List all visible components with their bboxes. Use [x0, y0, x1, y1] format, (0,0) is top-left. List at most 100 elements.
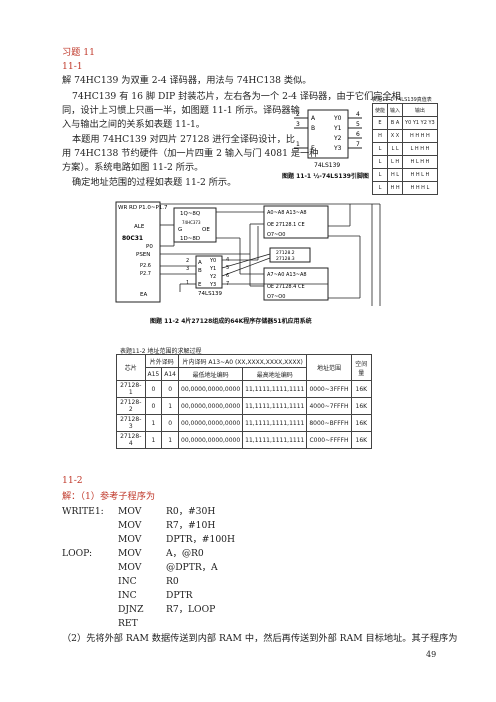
tt-cell: L: [371, 142, 389, 156]
table-row: L L H H L H H: [371, 155, 438, 169]
code-op: RET: [118, 618, 138, 629]
paragraph-4: 确定地址范围的过程如表题 11-2 所示。: [72, 177, 237, 188]
tt-cell: H L H H: [402, 155, 438, 169]
mem1-addr-label: A0~A8 A13~A8: [267, 210, 307, 216]
t2-cell: 11,1111,1111,1111: [242, 397, 308, 415]
t2-cell: 00,0000,0000,0000: [177, 397, 244, 415]
dec-in-a: A: [198, 260, 202, 266]
page-number: 49: [426, 650, 437, 659]
tt-cell: L: [371, 155, 389, 169]
fig1-out-y1: Y1: [333, 125, 342, 132]
fig1-out-y2: Y2: [333, 135, 342, 142]
table2-title: 表题11-2 地址范围的求解过程: [120, 348, 202, 355]
t2-cell: 11,1111,1111,1111: [242, 380, 308, 398]
t2-head-size: 空间量: [350, 354, 373, 381]
circuit-wiring: [160, 203, 381, 306]
code-label: LOOP:: [62, 548, 93, 559]
tt-cell: H H H H: [402, 129, 438, 143]
assembly-code-block: WRITE1: MOV R0，#30H MOV R7，#10H MOV DPTR…: [62, 505, 322, 635]
figure-11-2-caption: 图题 11-2 4片27128组成的64K程序存储器51机应用系统: [150, 318, 312, 325]
paragraph-3-line-1: 本题用 74HC139 对四片 27128 进行全译码设计，比: [72, 134, 295, 145]
t2-head-range: 地址范围: [306, 354, 352, 381]
answer-paragraph-1: 解 74HC139 为双重 2-4 译码器，用法与 74HC138 类似。: [62, 75, 312, 86]
t2-cell: 16K: [350, 397, 373, 415]
t2-cell: 00,0000,0000,0000: [177, 431, 244, 449]
tt-head-output: 输出: [402, 103, 438, 117]
latch-q-label: 1Q~8Q: [180, 211, 201, 217]
mem2-label: 27128.2: [276, 250, 295, 256]
t2-sub-low: 最低地址编码: [177, 367, 244, 381]
problem-number-11-2: 11-2: [62, 475, 83, 486]
cpu-pin-p27: P2.7: [140, 271, 151, 277]
cpu-pin-psen: PSEN: [136, 252, 150, 258]
figure-system-circuit: WR RD P1.0~P1.7 ALE 80C31 P0 PSEN P2.6 P…: [115, 201, 381, 306]
code-op: INC: [118, 590, 137, 601]
t2-cell: 16K: [350, 431, 373, 449]
tt-cell: L L: [387, 142, 404, 156]
fig1-pin-6: 6: [356, 131, 360, 138]
fig1-pin-7: 7: [356, 141, 360, 148]
tt-cell: L: [371, 168, 389, 182]
cpu-pin-wr-rd-p1: WR RD P1.0~P1.7: [118, 205, 168, 211]
dec-chip-label: 74LS139: [198, 291, 223, 297]
tt-cell: L: [371, 181, 389, 195]
dec-pin-2: 2: [186, 258, 189, 264]
latch-d-label: 1D~8D: [180, 236, 200, 242]
code-arg: R7，#10H: [166, 520, 216, 531]
figure-11-1-caption: 图题 11-1 ½-74LS139引脚图: [282, 173, 369, 180]
t2-head-internal: 片内译码 A13~A0 (XX,XXXX,XXXX,XXXX): [177, 354, 308, 368]
t2-cell: 0: [161, 380, 179, 398]
truth-table: 使能 输入 输出 E B A Y0 Y1 Y2 Y3 H X X H H H H…: [371, 103, 438, 195]
dec-pin-6: 6: [226, 273, 229, 279]
t2-sub-high: 最高地址编码: [242, 367, 308, 381]
t2-cell: 1: [144, 414, 163, 432]
tt-head-input: 输入: [387, 103, 404, 117]
t2-cell: 27128-4: [116, 431, 146, 449]
fig1-input-a: A: [311, 115, 316, 122]
mem4-data-label: O7~O0: [267, 294, 285, 300]
t2-head-external: 片外译码: [144, 354, 179, 368]
figure-74ls139-pinout: 2 3 1 A B E Y0 Y1 Y2 Y3 4 5 6 7 74LS139: [294, 109, 362, 169]
t2-cell: 8000~BFFFH: [306, 414, 352, 432]
paragraph-3-line-3: 方案）。系统电路如图 11-2 所示。: [62, 162, 204, 173]
t2-cell: 27128-1: [116, 380, 146, 398]
fig1-out-y3: Y3: [333, 145, 342, 152]
latch-chip-label: 74HC373: [182, 220, 201, 225]
fig1-pin-4: 4: [356, 111, 360, 118]
t2-cell: C000~FFFFH: [306, 431, 352, 449]
dec-in-e: E: [198, 282, 202, 288]
tt-sub-e: E: [371, 116, 389, 130]
mem1-control-label: OE 27128.1 CE: [267, 222, 305, 228]
cpu-label: 80C31: [122, 235, 143, 242]
fig1-chip-label: 74LS139: [314, 162, 340, 169]
code-arg: R0: [166, 576, 179, 587]
code-op: MOV: [118, 548, 142, 559]
t2-cell: 00,0000,0000,0000: [177, 380, 244, 398]
table-row: 27128-3 1 0 00,0000,0000,0000 11,1111,11…: [116, 414, 373, 432]
code-arg: DPTR: [166, 590, 193, 601]
table-row: H X X H H H H: [371, 129, 438, 143]
t2-cell: 0: [161, 414, 179, 432]
code-arg: R7，LOOP: [166, 604, 216, 615]
table-row: 27128-4 1 1 00,0000,0000,0000 11,1111,11…: [116, 431, 373, 449]
t2-cell: 1: [161, 397, 179, 415]
t2-cell: 0: [144, 380, 163, 398]
paragraph-2-line-3: 入与输出之间的关系如表题 11-1。: [62, 119, 205, 130]
final-paragraph: （2）先将外部 RAM 数据传送到内部 RAM 中，然后再传送到外部 RAM 目…: [62, 633, 458, 644]
latch-oe-label: OE: [202, 227, 210, 233]
t2-cell: 16K: [350, 414, 373, 432]
code-op: MOV: [118, 534, 142, 545]
tt-cell: X X: [387, 129, 404, 143]
fig1-pin-2: 2: [296, 111, 300, 118]
fig1-input-b: B: [311, 125, 315, 132]
tt-cell: H H H L: [402, 181, 438, 195]
problem-number-11-1: 11-1: [62, 61, 83, 72]
mem3-label: 27128.3: [276, 256, 295, 262]
code-op: MOV: [118, 562, 142, 573]
t2-head-chip: 芯片: [116, 354, 146, 381]
dec-out-y2: Y2: [209, 274, 216, 280]
code-op: MOV: [118, 506, 142, 517]
dec-pin-3: 3: [186, 266, 189, 272]
tt-head-enable: 使能: [371, 103, 389, 117]
t2-cell: 0: [144, 397, 163, 415]
